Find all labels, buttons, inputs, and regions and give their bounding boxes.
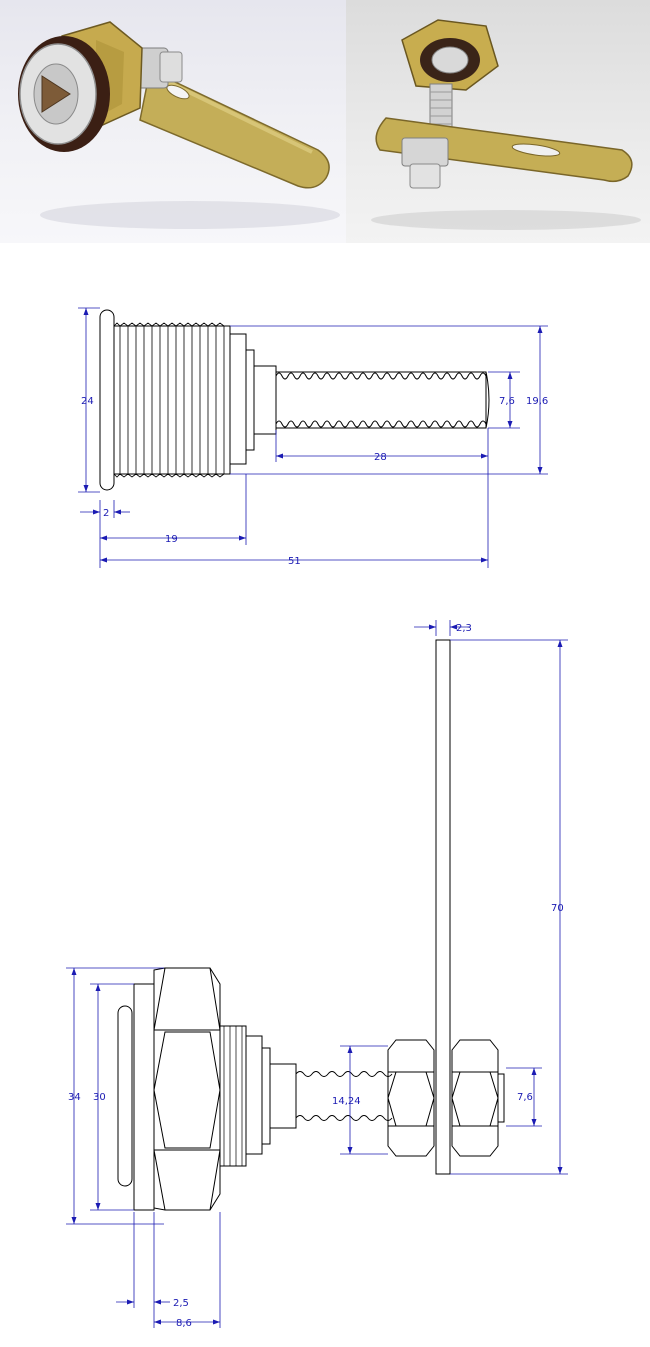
dim-thread-diameter: 19,6 [526, 396, 548, 407]
dim-hex-width: 34 [68, 1092, 81, 1103]
dim-overall-length: 51 [288, 556, 301, 567]
lock-back-photo [346, 0, 650, 243]
assembly-arrowheads [71, 624, 563, 1325]
stud-end-cap [485, 371, 490, 429]
main-hex-center-face [153, 1031, 221, 1149]
assembly-stud-thread-top [295, 1071, 393, 1077]
nut-inner-facets [387, 1071, 435, 1127]
main-hex-facets [153, 967, 221, 1211]
assembly-stud-thread-bottom [295, 1115, 393, 1121]
neck-step-1 [245, 1035, 263, 1155]
dim-total-diameter: 24 [81, 396, 94, 407]
neck-step-3 [269, 1063, 297, 1129]
lock-front-photo [0, 0, 346, 243]
body-step-2 [245, 349, 255, 451]
body-threads [113, 322, 225, 478]
flange-outline [99, 309, 115, 491]
assembly-view-drawing: 2,3 70 34 30 14,24 7,6 2,5 8,6 [66, 620, 568, 1329]
side-view-dimension-lines [78, 307, 548, 568]
dim-washer-width: 30 [93, 1092, 106, 1103]
washer [117, 1005, 133, 1187]
nut-outer-facets [451, 1071, 499, 1127]
assembly-stud-end [497, 1073, 505, 1123]
dim-body-length: 19 [165, 534, 178, 545]
flange [133, 983, 155, 1211]
threaded-body [113, 325, 231, 475]
side-view-arrowheads [83, 308, 543, 563]
dim-nut-span: 14,24 [332, 1096, 361, 1107]
dim-stud-diameter: 7,6 [499, 396, 515, 407]
body-step-3 [253, 365, 277, 435]
stud-outline [275, 371, 487, 429]
dim-assembly-stud-diameter: 7,6 [517, 1092, 533, 1103]
main-hex-nut [153, 967, 221, 1211]
cam-lever [435, 639, 451, 1175]
body-step-1 [229, 333, 247, 465]
dim-cam-thickness: 2,3 [456, 623, 472, 634]
dim-flange-thickness: 2,5 [173, 1298, 189, 1309]
nut-inner [387, 1039, 435, 1157]
lock-back-illustration [371, 19, 641, 230]
side-view-drawing: 24 2 19 51 28 7,6 19,6 [78, 307, 548, 568]
dim-cam-length: 70 [551, 903, 564, 914]
dim-nut-thickness: 8,6 [176, 1318, 192, 1329]
stud-thread-top [275, 372, 487, 380]
nut-outer [451, 1039, 499, 1157]
neck-step-2 [261, 1047, 271, 1145]
dim-stud-length: 28 [374, 452, 387, 463]
assembly-dimension-lines [66, 620, 568, 1328]
lock-front-illustration [18, 21, 340, 229]
stud-thread-bottom [275, 420, 487, 428]
dim-flange: 2 [103, 508, 109, 519]
